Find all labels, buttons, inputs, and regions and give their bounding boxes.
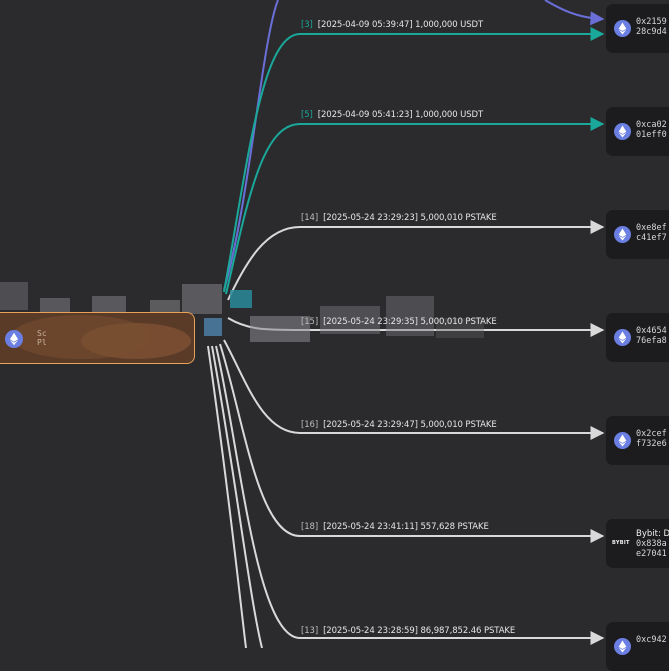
address-line-1: 0x2159 [636, 17, 667, 27]
edge-text: [2025-05-24 23:41:11] 557,628 PSTAKE [323, 522, 489, 532]
edge-text: [2025-05-24 23:28:59] 86,987,852.46 PSTA… [323, 626, 516, 636]
address-line-1: 0x838a [636, 539, 667, 549]
blur-block [92, 296, 126, 316]
edge-index: [13] [301, 626, 319, 636]
edge-label-15[interactable]: [15] [2025-05-24 23:29:35] 5,000,010 PSTA… [301, 317, 497, 327]
exchange-node-bybit[interactable]: BYBIT Bybit: De 0x838a e27041 [606, 519, 669, 568]
edge-line-14[interactable] [227, 220, 605, 301]
edge-label-14[interactable]: [14] [2025-05-24 23:29:23] 5,000,010 PSTA… [301, 213, 497, 223]
node-address: 0x4654 76efa8 [636, 326, 667, 346]
edge-index: [14] [301, 213, 319, 223]
address-line-2: 28c9d4 [636, 27, 667, 37]
edge-line-18[interactable] [219, 343, 605, 543]
address-line-2: f732e6 [636, 439, 667, 449]
address-line-1: 0xca02 [636, 120, 667, 130]
address-line-2: 01eff0 [636, 130, 667, 140]
blur-block [250, 316, 310, 342]
node-address: 0xc942 [636, 635, 667, 645]
blur-block [204, 318, 222, 336]
edge-line-13[interactable] [215, 345, 605, 645]
address-line-2: 76efa8 [636, 336, 667, 346]
edge-line-extra-1[interactable] [211, 345, 263, 648]
edge-text: [2025-04-09 05:39:47] 1,000,000 USDT [317, 20, 484, 30]
blur-block [386, 296, 434, 336]
node-address: Bybit: De 0x838a e27041 [636, 529, 669, 559]
entity-name: Bybit: De [636, 529, 669, 539]
ethereum-icon [5, 330, 23, 348]
ethereum-icon [614, 20, 631, 37]
address-node[interactable]: 0x2cef f732e6 [606, 416, 669, 465]
edge-text: [2025-05-24 23:29:47] 5,000,010 PSTAKE [323, 420, 497, 430]
edge-line-5[interactable] [225, 117, 605, 295]
ethereum-icon [614, 432, 631, 449]
node-address: 0x2cef f732e6 [636, 429, 667, 449]
bybit-logo: BYBIT [612, 540, 630, 546]
address-line-1: 0xe8ef [636, 223, 667, 233]
address-line-1: 0x4654 [636, 326, 667, 336]
edge-line-16[interactable] [223, 339, 605, 440]
edge-line-3[interactable] [223, 27, 605, 293]
edge-label-16[interactable]: [16] [2025-05-24 23:29:47] 5,000,010 PSTA… [301, 420, 497, 430]
edge-label-5[interactable]: [5] [2025-04-09 05:41:23] 1,000,000 USDT [301, 110, 483, 120]
ethereum-icon [614, 226, 631, 243]
address-line-1: 0xc942 [636, 635, 667, 645]
redaction-smudge [81, 323, 191, 359]
node-address: 0x2159 28c9d4 [636, 17, 667, 37]
blur-block [230, 290, 252, 308]
address-line-2: c41ef7 [636, 233, 667, 243]
ethereum-icon [614, 123, 631, 140]
edge-index: [16] [301, 420, 319, 430]
address-node[interactable]: 0xca02 01eff0 [606, 107, 669, 156]
address-line-1: Sc [37, 329, 47, 338]
edge-text: [2025-04-09 05:41:23] 1,000,000 USDT [317, 110, 484, 120]
node-address: Sc Pl [37, 329, 47, 347]
address-node[interactable]: 0x4654 76efa8 [606, 313, 669, 362]
blur-block [436, 318, 484, 338]
node-address: 0xca02 01eff0 [636, 120, 667, 140]
blur-block [40, 298, 70, 316]
edge-index: [3] [301, 20, 313, 30]
edge-index: [15] [301, 317, 319, 327]
address-node[interactable]: 0xc942 [606, 622, 669, 671]
edge-line-blue-incoming[interactable] [544, 0, 605, 26]
edge-text: [2025-05-24 23:29:35] 5,000,010 PSTAKE [323, 317, 497, 327]
blur-block [182, 284, 222, 314]
address-node[interactable]: 0x2159 28c9d4 [606, 4, 669, 53]
address-node[interactable]: 0xe8ef c41ef7 [606, 210, 669, 259]
edge-label-18[interactable]: [18] [2025-05-24 23:41:11] 557,628 PSTAKE [301, 522, 489, 532]
edge-text: [2025-05-24 23:29:23] 5,000,010 PSTAKE [323, 213, 497, 223]
address-line-2: e27041 [636, 549, 667, 559]
edge-label-13[interactable]: [13] [2025-05-24 23:28:59] 86,987,852.46 … [301, 626, 515, 636]
blur-block [320, 306, 380, 334]
ethereum-icon [614, 329, 631, 346]
blur-block [0, 282, 28, 310]
source-address-node[interactable]: Sc Pl [0, 312, 195, 364]
edge-index: [18] [301, 522, 319, 532]
address-line-2: Pl [37, 338, 47, 347]
edge-label-3[interactable]: [3] [2025-04-09 05:39:47] 1,000,000 USDT [301, 20, 483, 30]
node-address: 0xe8ef c41ef7 [636, 223, 667, 243]
address-line-1: 0x2cef [636, 429, 667, 439]
edge-line-extra-2[interactable] [207, 345, 247, 648]
ethereum-icon [614, 638, 631, 655]
edge-index: [5] [301, 110, 313, 120]
